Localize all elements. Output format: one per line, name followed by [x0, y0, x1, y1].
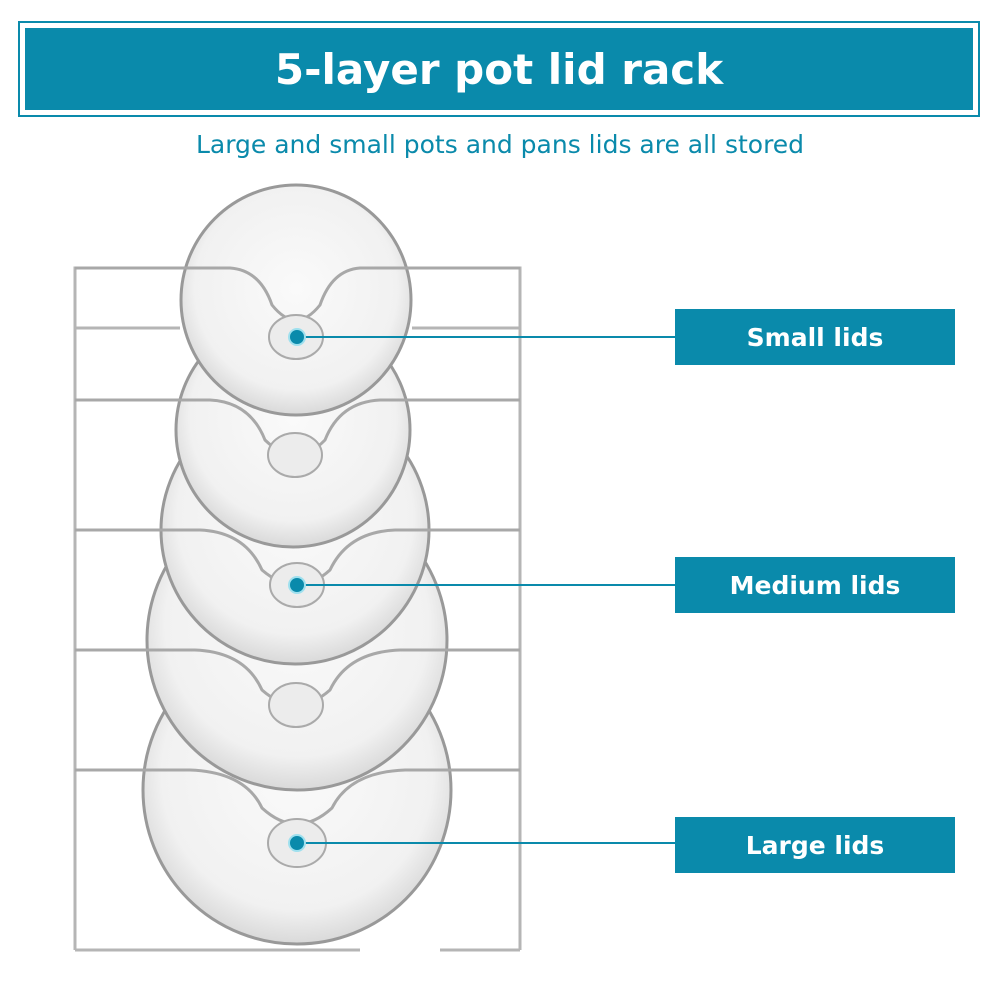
label-text: Large lids	[745, 830, 885, 860]
label-medium-lids: Medium lids	[675, 557, 955, 613]
subtitle: Large and small pots and pans lids are a…	[195, 130, 805, 159]
callout-dot	[288, 834, 306, 852]
callout-lines	[288, 328, 675, 852]
label-text: Medium lids	[729, 570, 901, 600]
title-banner: 5-layer pot lid rack	[25, 28, 973, 110]
lid	[179, 183, 413, 417]
label-small-lids: Small lids	[675, 309, 955, 365]
page-title: 5-layer pot lid rack	[274, 44, 724, 94]
label-large-lids: Large lids	[675, 817, 955, 873]
label-text: Small lids	[746, 322, 884, 352]
callout-dot	[288, 328, 306, 346]
callout-dot	[288, 576, 306, 594]
lids	[141, 183, 453, 946]
title-banner-border	[18, 21, 980, 117]
